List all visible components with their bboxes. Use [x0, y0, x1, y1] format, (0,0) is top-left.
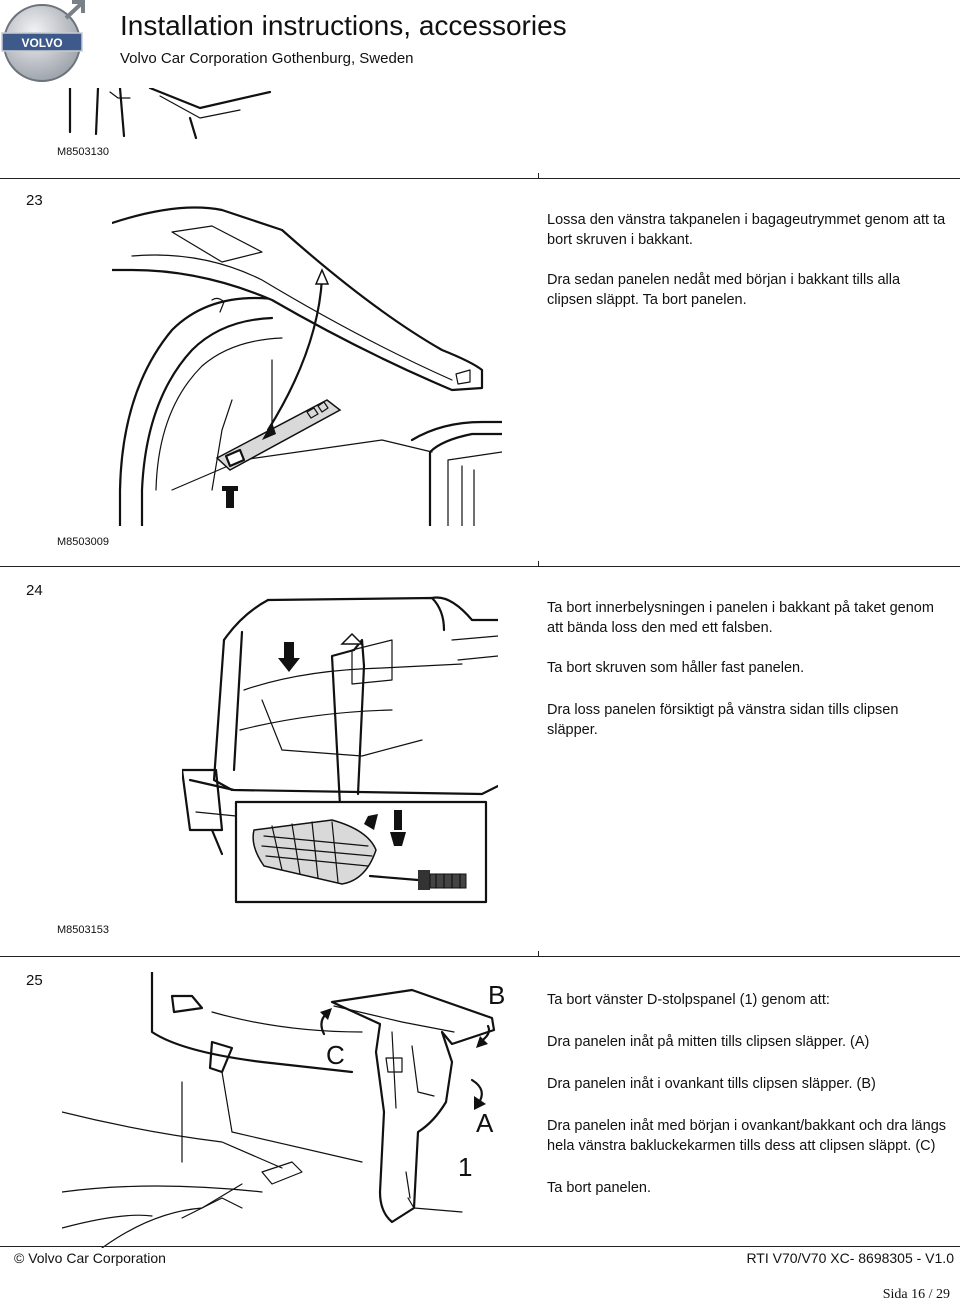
figure-m8503009: [112, 206, 502, 526]
page-number: Sida 16 / 29: [882, 1287, 950, 1302]
step-23-paragraph-1: Lossa den vänstra takpanelen i bagageutr…: [547, 212, 946, 248]
step-divider: [0, 178, 960, 179]
volvo-logo: VOLVO: [1, 0, 85, 82]
step-24-paragraph-3: Dra loss panelen försiktigt på vänstra s…: [547, 702, 899, 738]
figure-m8503130: [68, 88, 272, 140]
callout-c: C: [326, 1040, 345, 1070]
step-number: 25: [26, 972, 43, 989]
step-25-paragraph-4: Dra panelen inåt med början i ovankant/b…: [547, 1118, 947, 1154]
step-24-paragraph-1: Ta bort innerbelysningen i panelen i bak…: [547, 600, 934, 636]
figure-id: M8503130: [57, 146, 109, 158]
step-divider: [0, 566, 960, 567]
step-25-paragraph-3: Dra panelen inåt i ovankant tills clipse…: [547, 1076, 876, 1092]
step-number: 23: [26, 192, 43, 209]
page-subtitle: Volvo Car Corporation Gothenburg, Sweden: [120, 50, 414, 67]
figure-d-pillar: B C A 1: [62, 972, 504, 1248]
callout-1: 1: [458, 1152, 472, 1182]
step-25-paragraph-5: Ta bort panelen.: [547, 1180, 651, 1196]
figure-id: M8503009: [57, 536, 109, 548]
logo-text: VOLVO: [21, 36, 62, 50]
callout-a: A: [476, 1108, 494, 1138]
step-25-paragraph-1: Ta bort vänster D-stolpspanel (1) genom …: [547, 992, 830, 1008]
step-24-paragraph-2: Ta bort skruven som håller fast panelen.: [547, 660, 805, 676]
figure-m8503153: [182, 596, 498, 904]
footer-divider: [0, 1246, 960, 1247]
step-number: 24: [26, 582, 43, 599]
page-title: Installation instructions, accessories: [120, 10, 567, 41]
footer-copyright: © Volvo Car Corporation: [14, 1250, 166, 1266]
step-23-paragraph-2: Dra sedan panelen nedåt med början i bak…: [547, 272, 901, 308]
footer-doc-ref: RTI V70/V70 XC- 8698305 - V1.0: [746, 1250, 954, 1266]
figure-id: M8503153: [57, 924, 109, 936]
step-divider: [0, 956, 960, 957]
step-25-paragraph-2: Dra panelen inåt på mitten tills clipsen…: [547, 1034, 870, 1050]
callout-b: B: [488, 980, 504, 1010]
